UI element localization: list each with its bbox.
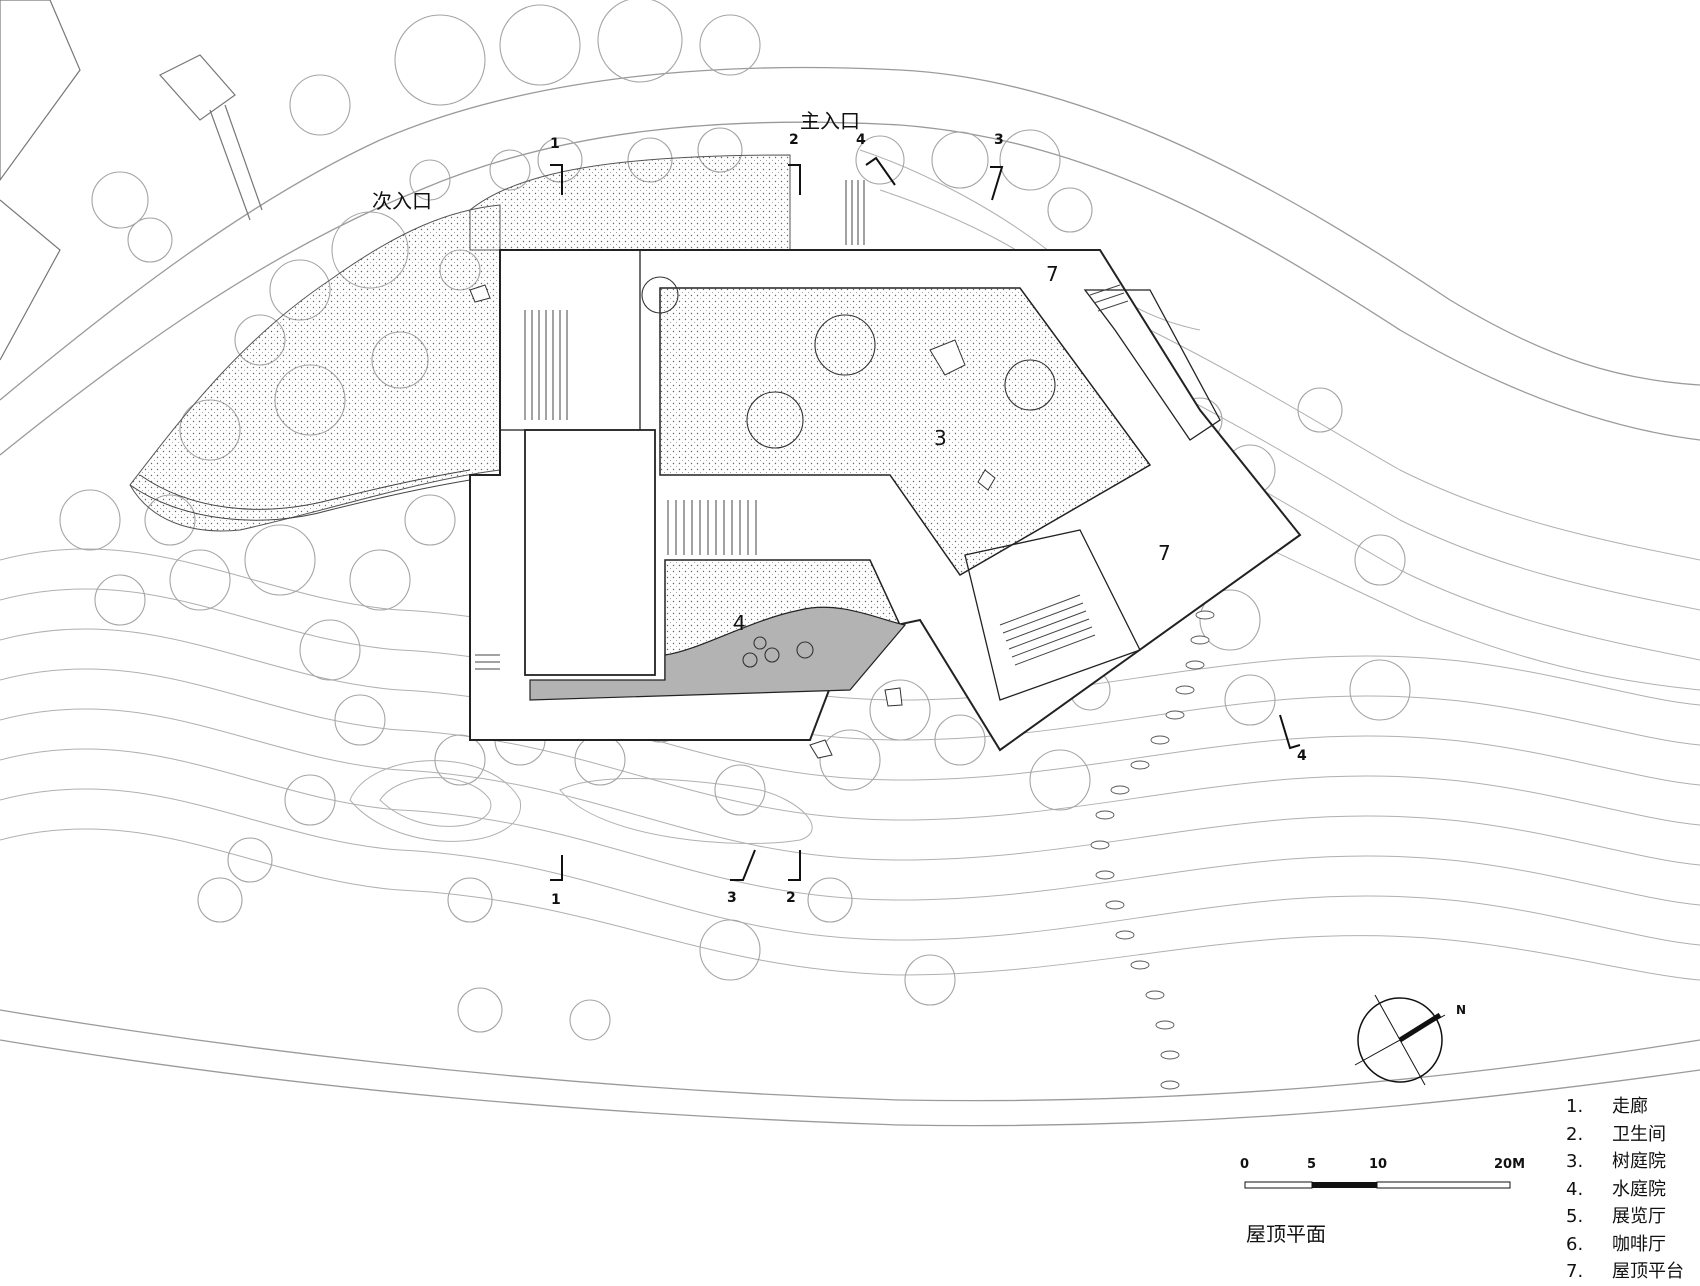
- scale-bar: [1244, 1181, 1511, 1189]
- scale-tick-20m: 20M: [1494, 1157, 1526, 1172]
- area-number-terrace-top: 7: [1046, 262, 1059, 286]
- stepping-stones: [1090, 610, 1215, 1090]
- plan-title: 屋顶平面: [1246, 1222, 1326, 1246]
- legend-item: 5.展览厅: [1566, 1206, 1666, 1227]
- legend-item: 6.咖啡厅: [1566, 1233, 1666, 1255]
- section-marker-right-4: 4: [1297, 748, 1307, 764]
- area-number-tree-court: 3: [934, 426, 947, 450]
- legend: 1.走廊 2.卫生间 3.树庭院 4.水庭院 5.展览厅 6.咖啡厅 7.屋顶平…: [1566, 1093, 1684, 1286]
- north-label: N: [1456, 1003, 1467, 1017]
- area-number-terrace-right: 7: [1158, 541, 1171, 565]
- planted-slope: [129, 204, 501, 532]
- area-number-water-court: 4: [733, 611, 746, 635]
- contour-lines: [0, 149, 1700, 981]
- legend-item: 3.树庭院: [1566, 1151, 1666, 1172]
- legend-item: 7.屋顶平台: [1566, 1261, 1684, 1282]
- legend-item: 4.水庭院: [1566, 1178, 1666, 1200]
- rocks: [469, 284, 996, 759]
- scale-tick-5: 5: [1307, 1157, 1317, 1172]
- section-marker-top-2: 2: [789, 132, 799, 148]
- scale-tick-0: 0: [1240, 1157, 1250, 1172]
- north-arrow: [1354, 994, 1446, 1086]
- exhibition-block: [524, 429, 656, 676]
- legend-item: 2.卫生间: [1566, 1123, 1666, 1145]
- section-marker-bottom-2: 2: [786, 890, 796, 906]
- section-cut-lines: [550, 156, 1301, 881]
- road-lines: [0, 66, 1700, 1127]
- section-marker-bottom-3: 3: [727, 890, 737, 906]
- legend-item: 1.走廊: [1566, 1096, 1648, 1117]
- west-stair-block: [499, 249, 641, 431]
- main-entrance-label: 主入口: [800, 109, 860, 133]
- section-marker-bottom-1: 1: [551, 892, 561, 908]
- court-trees: [641, 276, 1056, 668]
- stone-edge: [129, 469, 471, 521]
- neighbor-buildings: [0, 0, 263, 361]
- section-marker-top-4: 4: [856, 132, 866, 148]
- scale-tick-10: 10: [1369, 1157, 1388, 1172]
- terrace-wall-lower: [964, 529, 1141, 701]
- entrance-ramp-area: [469, 154, 791, 251]
- section-marker-top-3: 3: [994, 132, 1004, 148]
- stairs: [475, 180, 1129, 670]
- water-pool: [529, 606, 907, 701]
- secondary-entrance-label: 次入口: [372, 189, 432, 213]
- section-marker-top-1: 1: [550, 136, 560, 152]
- terrace-wall-right: [1083, 289, 1221, 441]
